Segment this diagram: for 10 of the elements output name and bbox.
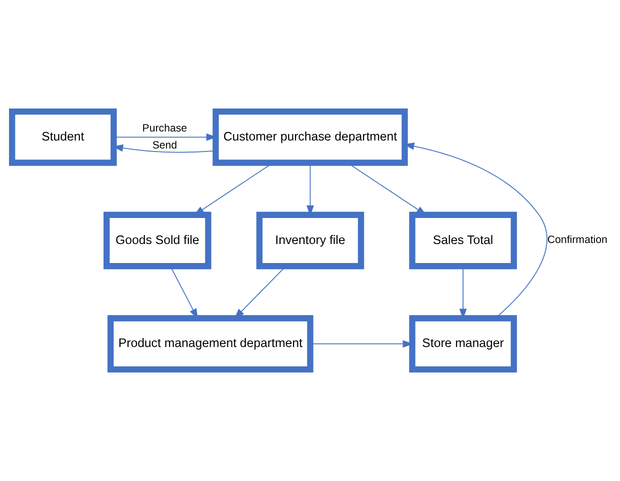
edge-label: Confirmation [547, 234, 608, 246]
node-box: Product management department [108, 315, 314, 373]
node-box: Inventory file [256, 212, 364, 270]
edge-label: Purchase [142, 122, 188, 134]
node-box: Store manager [409, 315, 517, 373]
node-box: Student [9, 108, 117, 166]
node-box: Customer purchase department [212, 108, 408, 166]
node-box: Goods Sold file [104, 212, 212, 270]
edge-label: Send [152, 139, 178, 152]
node-box: Sales Total [409, 212, 517, 270]
